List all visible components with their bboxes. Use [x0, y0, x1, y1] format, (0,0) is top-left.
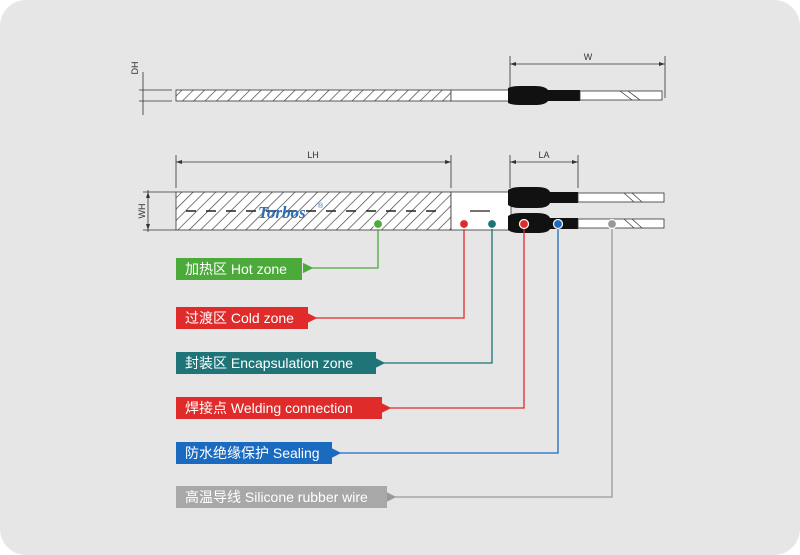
lh-label: LH: [307, 150, 319, 160]
label-encapsulation-zone: 封装区 Encapsulation zone: [176, 352, 376, 374]
label-sealing: 防水绝缘保护 Sealing: [176, 442, 332, 464]
welding-dot: [518, 218, 530, 230]
la-label: LA: [538, 150, 549, 160]
label-welding-connection: 焊接点 Welding connection: [176, 397, 382, 419]
w-label: W: [584, 52, 593, 62]
encapsulation-dot: [486, 218, 498, 230]
wh-label: WH: [137, 204, 147, 219]
label-silicone-rubber-wire: 高温导线 Silicone rubber wire: [176, 486, 387, 508]
sealing-dot: [552, 218, 564, 230]
label-cold-zone: 过渡区 Cold zone: [176, 307, 308, 329]
dh-label: DH: [130, 62, 140, 75]
registered-mark: ®: [318, 202, 324, 210]
label-hot-zone: 加热区 Hot zone: [176, 258, 302, 280]
side-view: DH W: [130, 52, 666, 115]
leader-lines: [302, 226, 613, 503]
front-view: LH LA WH Torbos ®: [137, 150, 665, 233]
cold-zone-dot: [458, 218, 470, 230]
brand-logo: Torbos: [258, 203, 306, 222]
marker-dots: [372, 218, 618, 230]
hot-zone-dot: [372, 218, 384, 230]
wire-dot: [606, 218, 618, 230]
